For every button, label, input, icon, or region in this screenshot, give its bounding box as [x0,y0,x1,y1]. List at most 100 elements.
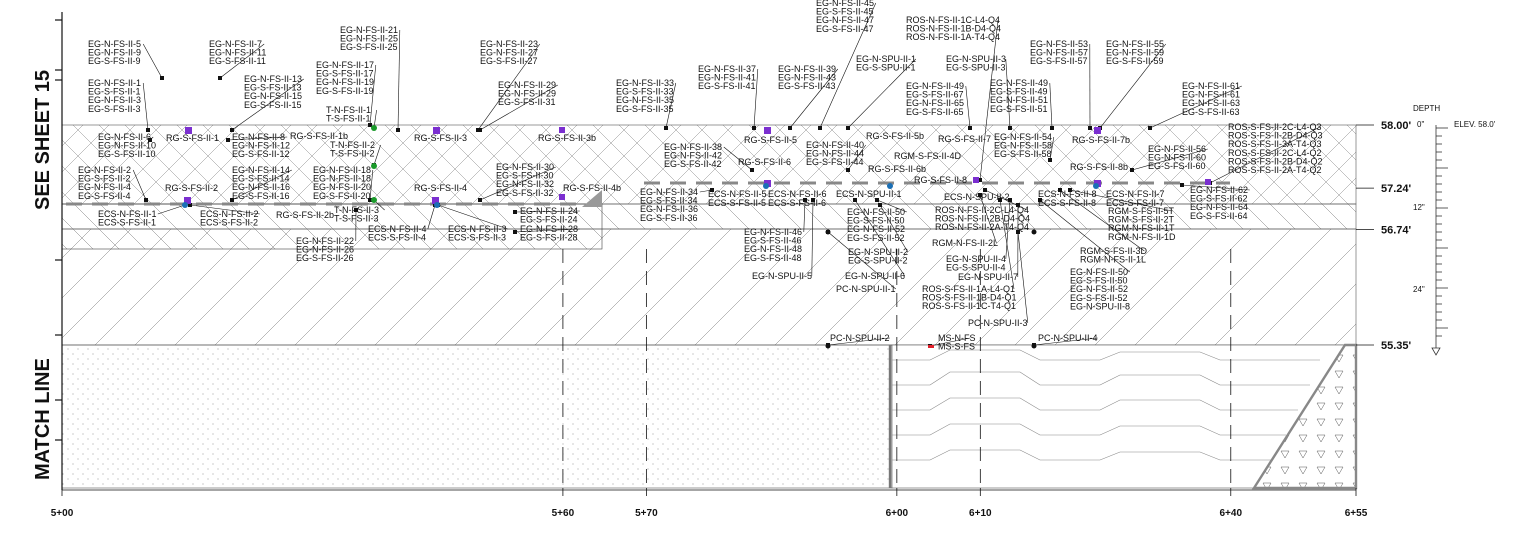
callout-text: ECS-N-FS-II-1 [98,209,157,219]
elevation-label: 57.24' [1381,183,1412,195]
callout-group: EG-N-SPU-II-4EG-S-SPU-II-4 [946,198,1012,273]
callout-text: EG-N-FS-II-10 [98,141,156,151]
callout-text: EG-N-FS-II-23 [480,39,538,49]
callout-point [1148,126,1152,130]
callout-text: EG-N-FS-II-30 [496,162,554,172]
leader-line [789,68,839,129]
callout-text: EG-N-FS-II-35 [616,95,674,105]
leader-line [373,144,381,166]
callout-text: EG-N-FS-II-38 [664,142,722,152]
callout-text: ECS-S-FS-II-2 [200,218,258,228]
callout-text: EG-N-FS-II-52 [1070,284,1128,294]
callout-text: EG-N-FS-II-9 [88,48,141,58]
inline-label: RG-S-FS-II-1b [290,131,348,141]
callout-text: ECS-N-FS-II-4 [368,224,427,234]
callout-point [710,188,714,192]
callout-text: ECS-N-FS-II-2 [200,209,259,219]
callout-group: EG-N-FS-II-17EG-S-FS-II-17EG-N-FS-II-19E… [316,60,377,127]
callout-text: RGM-N-FS-II-2L [932,238,998,248]
leader-line [1149,85,1242,129]
callout-text: EG-N-FS-II-41 [698,73,756,83]
callout-text: ROS-S-FS-II-2B-D4-Q2 [1228,156,1323,166]
depth-tick-24: 24" [1413,285,1425,294]
callout-text: EG-N-FS-II-60 [1148,153,1206,163]
callout-text: EG-N-FS-II-50 [847,207,905,217]
callout-point [513,210,517,214]
callout-text: EG-N-FS-II-4 [78,182,131,192]
callout-text: EG-S-FS-II-33 [616,87,674,97]
callout-point [226,138,230,142]
inline-label: RG-S-FS-II-7b [1072,135,1130,145]
inline-label: RG-S-FS-II-7 [938,134,991,144]
inline-label: ECS-N-FS-II-5 [708,189,767,199]
leader-line [753,68,759,129]
callout-labels: EG-N-FS-II-5EG-N-FS-II-9EG-S-FS-II-9EG-N… [78,0,1323,352]
callout-text: EG-S-SPU-II-1 [856,63,916,73]
leader-line [854,199,906,277]
callout-text: ROS-N-FS-II-2C-L4-Q4 [935,205,1029,215]
callout-group: EG-N-SPU-II-5 [752,198,815,281]
callout-group: EG-N-FS-II-18EG-N-FS-II-18EG-N-FS-II-20E… [313,165,374,202]
callout-text: EG-N-SPU-II-1 [856,54,916,64]
leader-line [157,204,186,215]
callout-point [478,198,482,202]
see-sheet-label: SEE SHEET 15 [32,70,54,210]
callout-text: EG-N-FS-II-20 [313,182,371,192]
inline-label: RG-S-FS-II-4 [414,183,467,193]
leader-line [803,199,806,233]
inline-label: RG-S-FS-II-5b [866,131,924,141]
callout-text: EG-S-FS-II-16 [232,191,290,201]
callout-text: EG-N-FS-II-55 [1106,39,1164,49]
callout-text: EG-S-FS-II-25 [340,42,398,52]
callout-group: EG-N-SPU-II-6 [845,198,906,281]
callout-text: EG-S-FS-II-24 [520,215,578,225]
callout-text: ROS-S-FS-II-2C-L4-Q3 [1228,122,1322,132]
callout-group: ROS-N-FS-II-2C-L4-Q4ROS-N-FS-II-2B-D4-Q4… [935,188,1030,232]
callout-text: EG-N-FS-II-16 [232,182,290,192]
callout-text: ROS-S-FS-II-1C-T4-Q1 [922,301,1016,311]
callout-point [1050,126,1054,130]
callout-point [1008,198,1012,202]
callout-text: EG-S-FS-II-51 [990,104,1048,114]
callout-text: EG-N-FS-II-17 [316,60,374,70]
callout-text: EG-S-FS-II-64 [1190,211,1248,221]
leader-line [811,199,814,277]
leader-line [876,199,907,213]
callout-text: EG-S-FS-II-4 [78,191,131,201]
callout-text: EG-N-FS-II-44 [806,149,864,159]
callout-point [983,188,987,192]
callout-text: EG-S-SPU-II-4 [946,263,1006,273]
callout-text: EG-S-FS-II-59 [1106,56,1164,66]
callout-text: EG-N-FS-II-3 [88,95,141,105]
callout-group: EG-N-FS-II-61EG-N-FS-II-61EG-N-FS-II-63E… [1148,81,1242,130]
callout-text: EG-S-FS-II-11 [209,56,266,66]
callout-text: EG-S-FS-II-13 [244,83,302,93]
callout-text: EG-N-FS-II-6 [98,132,151,142]
leader-line [514,228,580,233]
leader-line [231,78,304,131]
callout-text: EG-S-SPU-II-3 [946,63,1006,73]
callout-text: EG-N-FS-II-36 [640,204,698,214]
inline-labels: RG-S-FS-II-1RG-S-FS-II-2RG-S-FS-II-1bRG-… [165,131,1165,220]
callout-text: T-N-FS-II-3 [334,205,379,215]
callout-text: RGM-N-FS-II-1D [1108,232,1176,242]
callout-point [788,126,792,130]
callout-text: MS-N-FS [938,333,976,343]
callout-text: EG-S-FS-II-14 [232,174,290,184]
callout-text: EG-S-FS-II-34 [640,196,698,206]
callout-group: EG-N-FS-II-5EG-N-FS-II-9EG-S-FS-II-9 [88,39,164,80]
callout-text: EG-N-FS-II-45 [816,0,874,8]
callout-text: EG-N-FS-II-57 [1030,48,1088,58]
callout-point [1058,188,1062,192]
callout-text: EG-S-FS-II-19 [316,86,374,96]
callout-point [811,198,815,202]
layer-4 [61,344,893,489]
leader-line [723,146,753,171]
leader-line [479,166,556,201]
leader-line [373,109,377,129]
callout-point [1016,203,1020,207]
callout-text: EG-S-FS-II-42 [664,159,722,169]
